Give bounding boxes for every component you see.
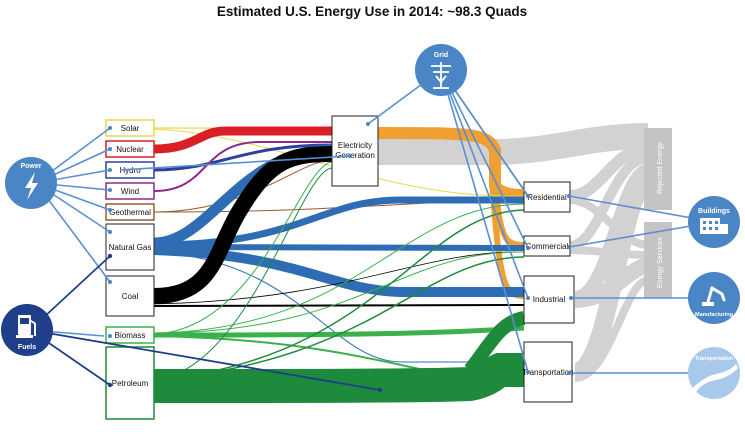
- lightning-bolt-icon: [25, 172, 38, 200]
- fuels-hub: Fuels: [1, 304, 53, 356]
- node-geothermal: Geothermal: [105, 203, 155, 221]
- fuels-hub-label: Fuels: [18, 344, 36, 351]
- electricity-label-line1: Electricity: [338, 141, 372, 150]
- node-solar-label: Solar: [121, 124, 140, 133]
- node-industrial: Industrial: [523, 275, 575, 324]
- rejected-energy-bar: [644, 128, 672, 210]
- node-petroleum: Petroleum: [105, 346, 155, 420]
- node-petroleum-label: Petroleum: [112, 379, 149, 388]
- node-nuclear: Nuclear: [105, 140, 155, 158]
- node-electricity-generation: Electricity Generation: [331, 115, 379, 187]
- power-hub: Power: [5, 157, 57, 209]
- node-natural-gas: Natural Gas: [105, 223, 155, 271]
- buildings-hub: Buildings: [688, 196, 740, 248]
- node-coal-label: Coal: [122, 292, 139, 301]
- manufacturing-hub-label: Manufacturing: [695, 312, 733, 318]
- power-pole-icon: [431, 62, 451, 89]
- energy-services-bar: [644, 222, 672, 298]
- source-nodes: Solar Nuclear Hydro Wind Geothermal Natu…: [105, 119, 155, 420]
- sector-nodes: Residential Commercial Industrial Transp…: [522, 181, 575, 403]
- diagram-title: Estimated U.S. Energy Use in 2014: ~98.3…: [217, 4, 527, 19]
- node-residential: Residential: [523, 181, 571, 213]
- node-wind-label: Wind: [121, 187, 139, 196]
- connector-dots: [108, 122, 573, 375]
- manufacturing-hub: Manufacturing: [688, 272, 740, 324]
- node-hydro-label: Hydro: [119, 166, 141, 175]
- node-commercial: Commercial: [523, 235, 571, 257]
- power-hub-label: Power: [20, 163, 41, 170]
- node-coal: Coal: [105, 275, 155, 317]
- node-residential-label: Residential: [527, 193, 567, 202]
- node-transportation-label: Transportation: [522, 368, 573, 377]
- transportation-hub-label: Transportation: [695, 356, 734, 362]
- node-solar: Solar: [105, 119, 155, 137]
- node-industrial-label: Industrial: [533, 295, 566, 304]
- node-nuclear-label: Nuclear: [116, 145, 144, 154]
- robot-arm-icon: [706, 286, 726, 304]
- fuel-pump-icon: [16, 315, 36, 338]
- node-natural-gas-label: Natural Gas: [109, 243, 152, 252]
- road-icon: [692, 364, 738, 392]
- robot-base: [702, 302, 714, 306]
- node-biomass: Biomass: [105, 326, 155, 344]
- transportation-hub: Transportation: [688, 347, 740, 399]
- fuel-connector-dots: [107, 253, 383, 393]
- rejected-energy-label: Rejected Energy: [657, 142, 664, 194]
- grid-hub: Grid: [415, 44, 467, 96]
- energy-services-label: Energy Services: [657, 237, 664, 288]
- node-commercial-label: Commercial: [526, 242, 569, 251]
- buildings-hub-label: Buildings: [698, 208, 730, 215]
- building-icon: [700, 218, 728, 234]
- node-biomass-label: Biomass: [115, 331, 146, 340]
- node-wind: Wind: [105, 182, 155, 200]
- electricity-label-line2: Generation: [335, 151, 375, 160]
- source-flows: [153, 126, 526, 403]
- node-geothermal-label: Geothermal: [109, 208, 151, 217]
- grid-hub-label: Grid: [434, 52, 448, 59]
- node-transportation: Transportation: [522, 341, 574, 403]
